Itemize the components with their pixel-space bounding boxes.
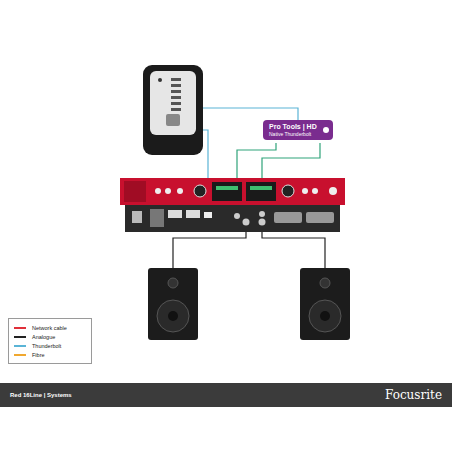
computer-body xyxy=(143,65,203,155)
analogue-wire xyxy=(173,226,246,268)
analogue-wire xyxy=(173,226,325,268)
thunderbolt-wire xyxy=(203,108,298,120)
jack xyxy=(155,188,161,194)
knob xyxy=(194,185,206,197)
speaker-cabinet xyxy=(148,268,198,340)
port xyxy=(171,102,181,105)
jack xyxy=(302,188,308,194)
speaker xyxy=(148,268,198,340)
product-subtitle: Native Thunderbolt xyxy=(269,131,319,137)
dsub-connector xyxy=(306,212,334,223)
legend-swatch xyxy=(14,354,26,356)
legend-row: Fibre xyxy=(14,350,86,359)
port-block xyxy=(150,209,164,227)
port-dot xyxy=(323,127,329,133)
legend-swatch xyxy=(14,345,26,347)
interface-card-box: Pro Tools | HDNative Thunderbolt xyxy=(263,120,333,140)
power-button xyxy=(158,78,162,82)
legend-swatch xyxy=(14,336,26,338)
knob xyxy=(282,185,294,197)
port-block xyxy=(166,114,180,126)
computer xyxy=(143,65,203,155)
woofer-cap xyxy=(168,311,178,321)
dsub-connector xyxy=(274,212,302,223)
jack xyxy=(165,188,171,194)
legend-row: Network cable xyxy=(14,323,86,332)
display xyxy=(212,182,242,201)
interface-front xyxy=(120,178,345,205)
woofer-cap xyxy=(320,311,330,321)
legend-row: Analogue xyxy=(14,332,86,341)
legend-text: Network cable xyxy=(32,325,67,331)
meter xyxy=(216,186,238,190)
port xyxy=(171,90,181,93)
legend-text: Analogue xyxy=(32,334,55,340)
port xyxy=(168,210,182,218)
front-panel xyxy=(120,178,345,205)
legend-swatch xyxy=(14,327,26,329)
display xyxy=(246,182,276,201)
thunderbolt-port xyxy=(204,212,212,218)
legend-text: Fibre xyxy=(32,352,45,358)
tweeter xyxy=(168,278,178,288)
interface-rear xyxy=(125,205,340,232)
computer-panel xyxy=(150,71,196,135)
port xyxy=(171,84,181,87)
digilink-port xyxy=(234,213,240,219)
footer-title: Red 16Line | Systems xyxy=(10,392,72,398)
woofer xyxy=(157,300,189,332)
headphone-jack xyxy=(329,187,337,195)
port xyxy=(171,108,181,111)
legend-text: Thunderbolt xyxy=(32,343,61,349)
legend-row: Thunderbolt xyxy=(14,341,86,350)
footer-band: Red 16Line | Systems Focusrite xyxy=(0,383,452,407)
speaker-cabinet xyxy=(300,268,350,340)
speaker xyxy=(300,268,350,340)
output-jack xyxy=(243,219,250,226)
power-inlet xyxy=(132,211,142,223)
port xyxy=(171,96,181,99)
port xyxy=(171,78,181,81)
woofer xyxy=(309,300,341,332)
logo-area xyxy=(124,181,146,202)
digilink-port xyxy=(259,211,265,217)
product-name: Pro Tools | HD xyxy=(269,123,319,131)
jack xyxy=(312,188,318,194)
jack xyxy=(177,188,183,194)
meter xyxy=(250,186,272,190)
port xyxy=(186,210,200,218)
analogue-wire xyxy=(262,226,325,268)
legend: Network cableAnalogueThunderboltFibre xyxy=(8,318,92,364)
output-jack xyxy=(259,219,266,226)
rear-panel xyxy=(125,205,340,232)
brand-name: Focusrite xyxy=(385,388,442,402)
tweeter xyxy=(320,278,330,288)
